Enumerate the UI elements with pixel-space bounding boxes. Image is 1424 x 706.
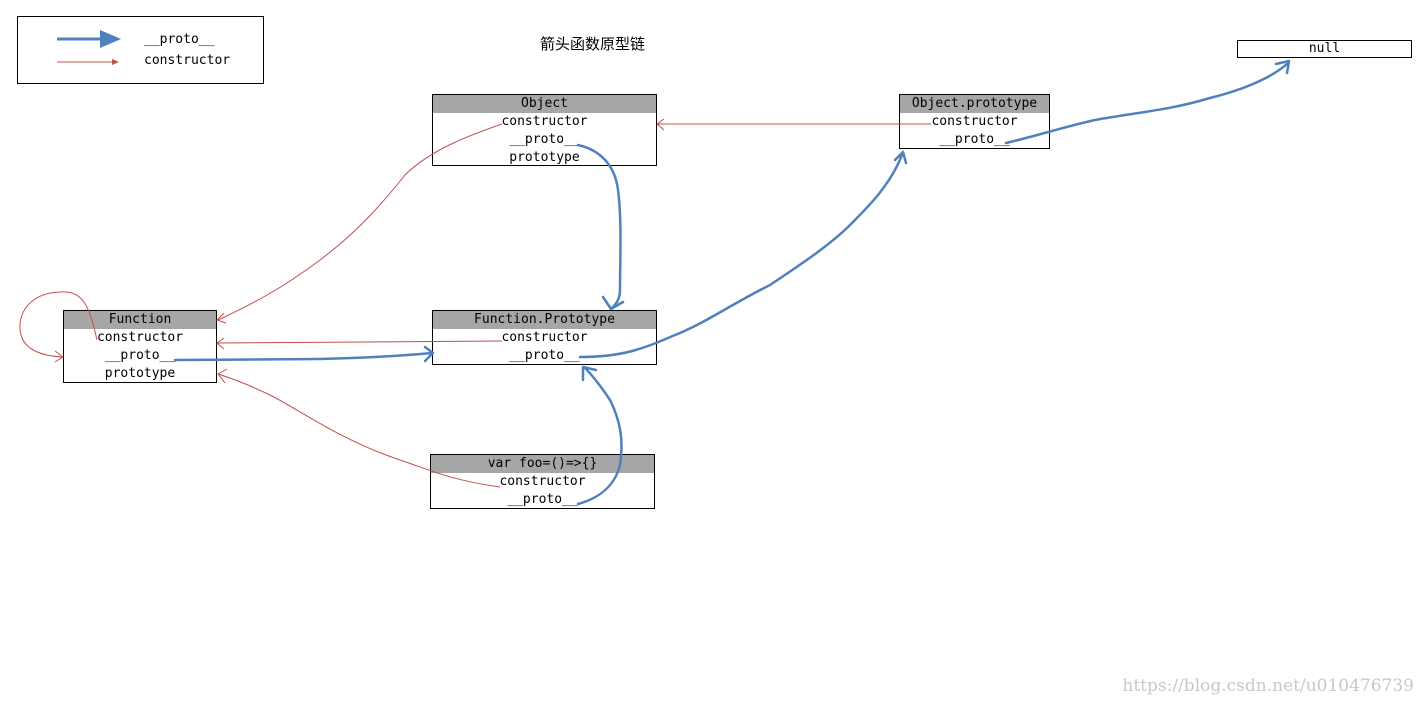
object-constructor-arrow — [217, 123, 503, 321]
function-constructor: constructor — [96, 330, 184, 345]
function-prototype-proto: __proto__ — [509, 348, 580, 363]
object-prototype: prototype — [509, 150, 580, 165]
proto-arrows — [173, 59, 1291, 506]
object-proto: __proto__ — [509, 132, 580, 147]
function-self-loop-arrow — [19, 291, 98, 358]
function-prototype-box: Function.Prototype constructor __proto__ — [432, 310, 657, 365]
object-prototype-proto-arrow — [1004, 61, 1290, 145]
function-proto-arrow — [173, 351, 434, 362]
object-prototype-header: Object.prototype — [900, 95, 1049, 113]
legend-proto-label: __proto__ — [144, 32, 215, 47]
object-prototype-proto: __proto__ — [939, 132, 1010, 147]
foo-constructor-arrow — [217, 373, 501, 488]
function-prototype-header: Function.Prototype — [433, 311, 656, 329]
function-header: Function — [64, 311, 216, 329]
object-header: Object — [433, 95, 656, 113]
diagram-title: 箭头函数原型链 — [540, 35, 646, 53]
function-box: Function constructor __proto__ prototype — [63, 310, 217, 383]
object-box: Object constructor __proto__ prototype — [432, 94, 657, 166]
object-prototype-box: Object.prototype constructor __proto__ — [899, 94, 1050, 149]
object-prototype-constructor: constructor — [931, 114, 1018, 129]
legend-swatches — [57, 30, 121, 65]
foo-proto: __proto__ — [507, 492, 578, 507]
legend: __proto__ constructor — [17, 16, 264, 84]
function-proto: __proto__ — [104, 348, 176, 363]
constructor-arrows — [19, 118, 931, 488]
function-prototype-proto-arrow — [578, 153, 904, 359]
legend-constructor-label: constructor — [144, 53, 231, 68]
function-prototype: prototype — [104, 366, 176, 381]
function-prototype-constructor: constructor — [501, 330, 588, 345]
watermark: https://blog.csdn.net/u010476739 — [1122, 676, 1414, 696]
foo-constructor: constructor — [499, 474, 586, 489]
foo-header: var foo=()=>{} — [431, 455, 654, 473]
object-constructor: constructor — [501, 114, 588, 129]
function-prototype-constructor-arrow — [216, 340, 503, 344]
foo-proto-arrow — [576, 366, 623, 506]
null-box: null — [1237, 40, 1412, 58]
object-proto-arrow — [576, 143, 622, 310]
